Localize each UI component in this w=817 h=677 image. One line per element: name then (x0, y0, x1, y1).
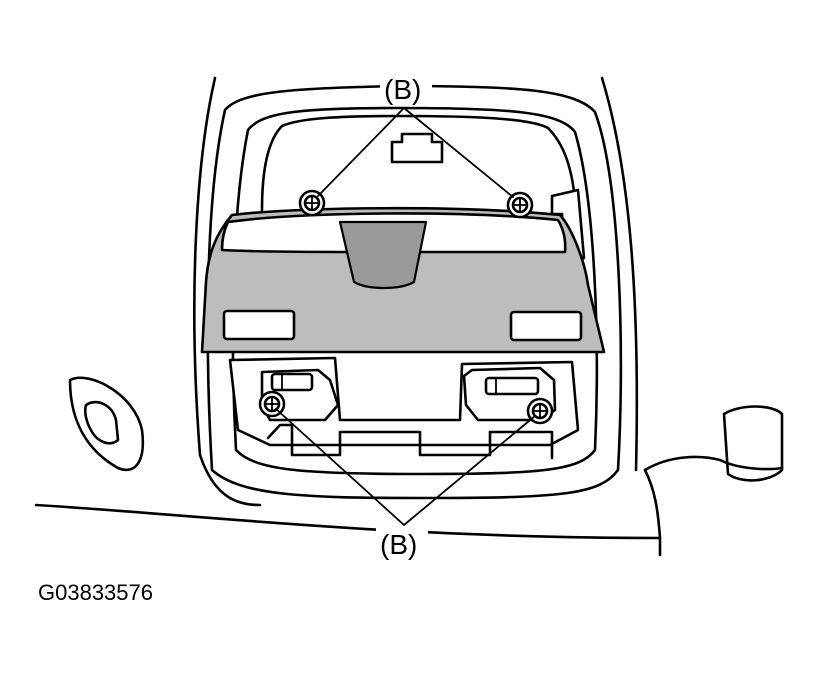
figure-code: G03833576 (38, 580, 153, 605)
center-switch (338, 220, 428, 290)
left-bulb (270, 372, 314, 392)
headliner-outline (193, 76, 262, 507)
upper-recess (260, 114, 577, 212)
console-frame-outer (206, 84, 623, 500)
screw-icon (298, 189, 326, 217)
screw-icon (506, 191, 534, 219)
right-visor-clip (722, 405, 784, 482)
callout-label-top: (B) (384, 74, 421, 105)
leader-line-top (317, 107, 514, 198)
headliner-edge-bottom (34, 503, 662, 557)
headliner-outline-right (600, 76, 639, 472)
lower-clip-row (266, 423, 554, 460)
callout-label-bottom: (B) (380, 529, 417, 560)
right-visor-curve (643, 468, 662, 540)
right-bulb (484, 376, 540, 396)
right-lamp-lens (509, 310, 583, 342)
right-visor-edge (643, 455, 784, 472)
screw-icon (526, 397, 554, 425)
console-frame-inner (231, 106, 599, 476)
leader-line-bottom (275, 408, 536, 526)
left-lamp-lens (222, 309, 296, 341)
left-handle-outer (68, 376, 145, 472)
top-clip (390, 132, 444, 164)
left-handle-inner (83, 400, 120, 445)
